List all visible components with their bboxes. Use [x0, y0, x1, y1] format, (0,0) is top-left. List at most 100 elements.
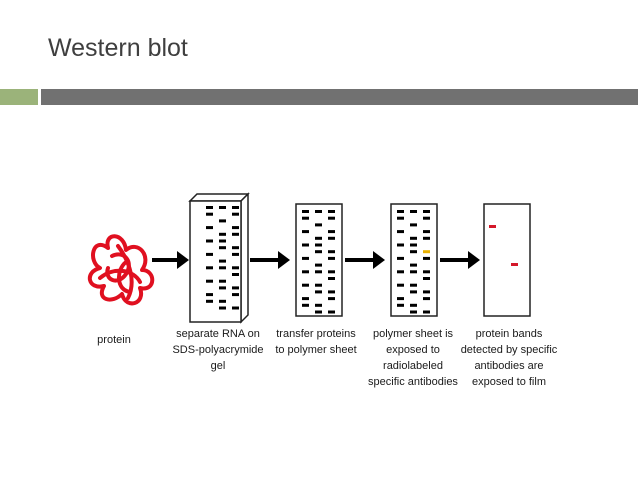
band [315, 283, 322, 287]
film-band [511, 263, 518, 266]
band [410, 250, 417, 254]
band [219, 259, 226, 263]
band [232, 273, 239, 276]
caption-line: protein [97, 334, 131, 346]
header-divider-bar [41, 89, 638, 105]
process-arrows [152, 251, 480, 269]
band [315, 223, 322, 227]
band [423, 236, 430, 240]
band [328, 277, 335, 280]
band [302, 270, 309, 274]
band [397, 256, 404, 260]
caption-line: polymer sheet is [372, 328, 454, 340]
band [232, 266, 239, 270]
band [328, 270, 335, 274]
band [410, 243, 417, 247]
band [219, 232, 226, 236]
band [219, 306, 226, 310]
band [423, 297, 430, 301]
band [219, 266, 226, 270]
band [206, 206, 213, 209]
band [232, 232, 239, 236]
band [232, 306, 239, 310]
band [206, 299, 213, 303]
band [423, 256, 430, 260]
arrow-head-icon [373, 251, 385, 269]
antibody-sheet [390, 203, 438, 317]
band [302, 210, 309, 213]
band [410, 236, 417, 240]
band [315, 236, 322, 240]
band [315, 290, 322, 294]
band [423, 230, 430, 234]
band [232, 286, 239, 290]
band [410, 263, 417, 267]
band [302, 256, 309, 260]
band [410, 223, 417, 227]
caption-line: specific antibodies [368, 376, 458, 388]
band [410, 210, 417, 213]
band [328, 230, 335, 234]
band [219, 286, 226, 290]
band [410, 270, 417, 274]
band [206, 252, 213, 256]
band [423, 277, 430, 280]
band [219, 219, 226, 223]
caption-protein: protein [84, 332, 144, 348]
caption-line: gel [210, 360, 226, 372]
band [397, 210, 404, 213]
band [397, 270, 404, 274]
caption-transfer: transfer proteins to polymer sheet [268, 326, 364, 358]
band [328, 290, 335, 294]
caption-line: radiolabeled [383, 360, 443, 372]
band [328, 297, 335, 301]
caption-line: antibodies are [474, 360, 544, 372]
band [315, 210, 322, 213]
band [206, 266, 213, 270]
band [410, 303, 417, 307]
band [410, 283, 417, 287]
band [315, 270, 322, 274]
band [206, 226, 213, 230]
film [483, 203, 531, 317]
band [423, 310, 430, 314]
sds-gel [188, 192, 250, 324]
caption-line: transfer proteins [276, 328, 356, 340]
arrow-head-icon [278, 251, 290, 269]
band [315, 303, 322, 307]
band [232, 212, 239, 216]
band [397, 216, 404, 220]
band [397, 230, 404, 234]
band [328, 236, 335, 240]
band [410, 310, 417, 314]
band [410, 290, 417, 294]
caption-line: exposed to film [472, 376, 546, 388]
band [302, 243, 309, 247]
arrow-head-icon [177, 251, 189, 269]
band [232, 246, 239, 250]
band [397, 283, 404, 287]
band [328, 210, 335, 213]
header-accent-bar [0, 89, 38, 105]
band [302, 230, 309, 234]
band [302, 303, 309, 307]
band [302, 216, 309, 220]
caption-line: detected by specific [460, 344, 558, 356]
caption-line: to polymer sheet [275, 344, 357, 356]
band [219, 246, 226, 250]
band [423, 250, 430, 254]
band [232, 293, 239, 297]
band [397, 243, 404, 247]
band [328, 256, 335, 260]
arrow-head-icon [468, 251, 480, 269]
band [397, 303, 404, 307]
band [219, 299, 226, 303]
band [423, 270, 430, 274]
band [232, 252, 239, 256]
band [206, 212, 213, 216]
band [206, 293, 213, 297]
band [219, 239, 226, 243]
